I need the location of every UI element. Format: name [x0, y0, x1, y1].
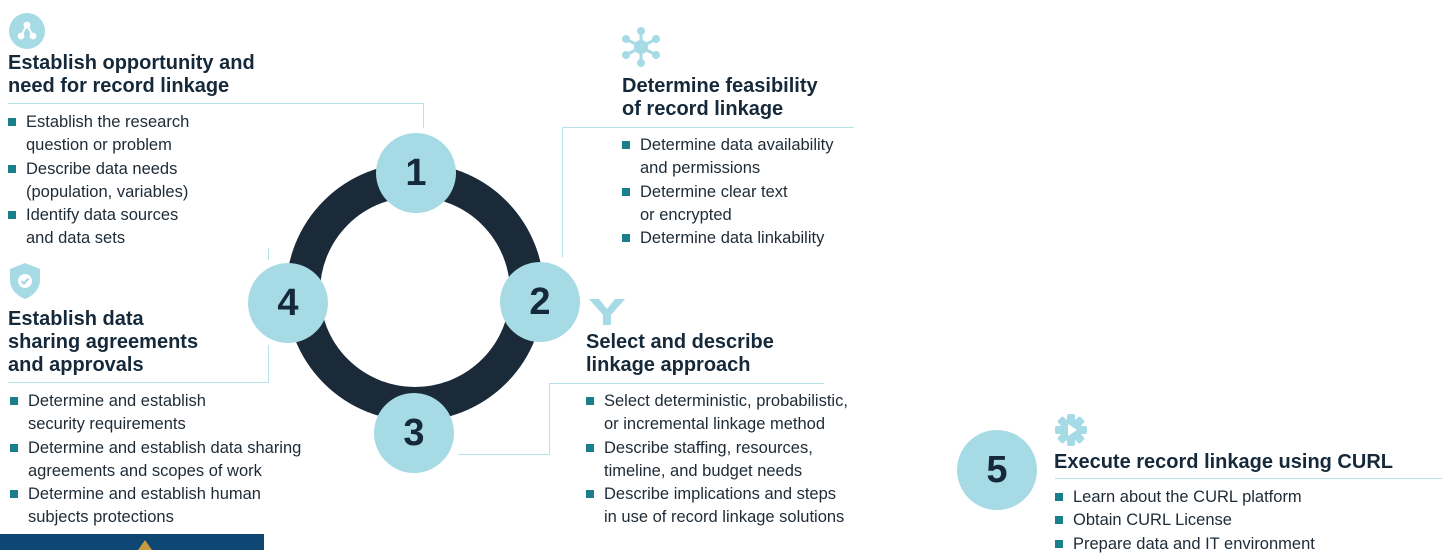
step-2-number: 2	[500, 262, 580, 342]
step-3-divider-h	[549, 383, 824, 384]
step-1-divider-h	[8, 103, 424, 104]
step-3-bullet: Select deterministic, probabilistic, or …	[584, 390, 848, 437]
step-4-bullets: Determine and establish security require…	[8, 390, 301, 530]
step-4-number: 4	[248, 263, 328, 343]
shield-check-icon	[10, 263, 40, 299]
logo-emblem-icon	[138, 540, 152, 550]
step-2-bullet: Determine clear text or encrypted	[620, 181, 834, 228]
network-node-icon	[9, 13, 45, 49]
step-3-title: Select and describe linkage approach	[586, 331, 774, 376]
step-3-bullet: Describe implications and steps in use o…	[584, 483, 848, 530]
merge-arrows-icon	[589, 299, 625, 325]
step-3-divider-v	[549, 383, 550, 454]
logo-badge	[0, 534, 264, 550]
step-5-number: 5	[957, 430, 1037, 510]
step-1-bullet: Identify data sources and data sets	[6, 204, 189, 251]
step-1-bullet: Establish the research question or probl…	[6, 111, 189, 158]
step-2-title: Determine feasibility of record linkage	[622, 75, 818, 120]
step-5-title: Execute record linkage using CURL	[1054, 451, 1393, 473]
step-3-bullets: Select deterministic, probabilistic, or …	[584, 390, 848, 530]
step-5-bullets: Learn about the CURL platform Obtain CUR…	[1053, 486, 1315, 556]
step-1-bullet: Describe data needs (population, variabl…	[6, 158, 189, 205]
step-3-number: 3	[374, 393, 454, 473]
step-2-bullets: Determine data availability and permissi…	[620, 134, 834, 250]
step-4-divider-v-top	[268, 248, 269, 260]
step-1-title: Establish opportunity and need for recor…	[8, 52, 255, 97]
step-4-title: Establish data sharing agreements and ap…	[8, 308, 199, 376]
step-5-bullet: Learn about the CURL platform	[1053, 486, 1315, 509]
step-1-number: 1	[376, 133, 456, 213]
step-4-bullet: Determine and establish data sharing agr…	[8, 437, 301, 484]
step-1-bullets: Establish the research question or probl…	[6, 111, 189, 251]
hub-network-icon	[622, 27, 660, 67]
step-4-divider-h	[8, 382, 269, 383]
step-2-bullet: Determine data linkability	[620, 227, 834, 250]
step-4-divider-v	[268, 345, 269, 383]
step-3-bullet: Describe staffing, resources, timeline, …	[584, 437, 848, 484]
step-5-bullet: Prepare data and IT environment	[1053, 533, 1315, 556]
step-5-divider-h	[1055, 478, 1442, 479]
step-2-bullet: Determine data availability and permissi…	[620, 134, 834, 181]
step-4-bullet: Determine and establish security require…	[8, 390, 301, 437]
step-4-bullet: Determine and establish human subjects p…	[8, 483, 301, 530]
step-3-divider-foot	[458, 454, 550, 455]
step-1-divider-v	[423, 103, 424, 128]
step-2-divider-h	[562, 127, 854, 128]
step-2-divider-v	[562, 127, 563, 257]
gear-icon	[1055, 414, 1087, 446]
step-5-bullet: Obtain CURL License	[1053, 509, 1315, 532]
